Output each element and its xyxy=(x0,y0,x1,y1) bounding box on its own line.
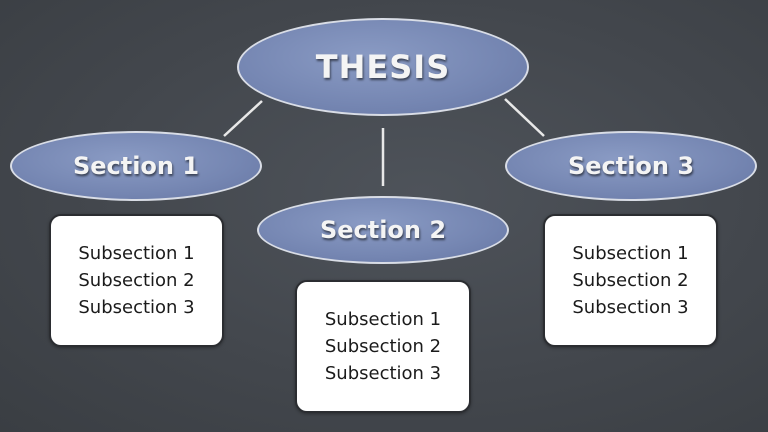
section-1-subsection-box: Subsection 1 Subsection 2 Subsection 3 xyxy=(49,214,224,347)
connector-thesis-section-3 xyxy=(504,98,545,137)
thesis-node: THESIS xyxy=(237,18,529,116)
subsection-item: Subsection 2 xyxy=(572,270,689,291)
section-1-node: Section 1 xyxy=(10,131,262,201)
section-2-node: Section 2 xyxy=(257,196,509,264)
subsection-item: Subsection 1 xyxy=(572,243,689,264)
subsection-item: Subsection 2 xyxy=(78,270,195,291)
section-2-subsection-box: Subsection 1 Subsection 2 Subsection 3 xyxy=(295,280,471,413)
section-1-label: Section 1 xyxy=(72,152,200,180)
subsection-item: Subsection 3 xyxy=(78,297,195,318)
subsection-item: Subsection 1 xyxy=(78,243,195,264)
subsection-item: Subsection 3 xyxy=(324,363,442,384)
subsection-item: Subsection 1 xyxy=(324,309,442,330)
subsection-item: Subsection 2 xyxy=(324,336,442,357)
section-2-label: Section 2 xyxy=(319,216,447,244)
section-3-node: Section 3 xyxy=(505,131,757,201)
connector-thesis-section-1 xyxy=(223,100,263,137)
thesis-label: THESIS xyxy=(315,48,451,86)
subsection-item: Subsection 3 xyxy=(572,297,689,318)
section-3-label: Section 3 xyxy=(567,152,695,180)
section-3-subsection-box: Subsection 1 Subsection 2 Subsection 3 xyxy=(543,214,718,347)
